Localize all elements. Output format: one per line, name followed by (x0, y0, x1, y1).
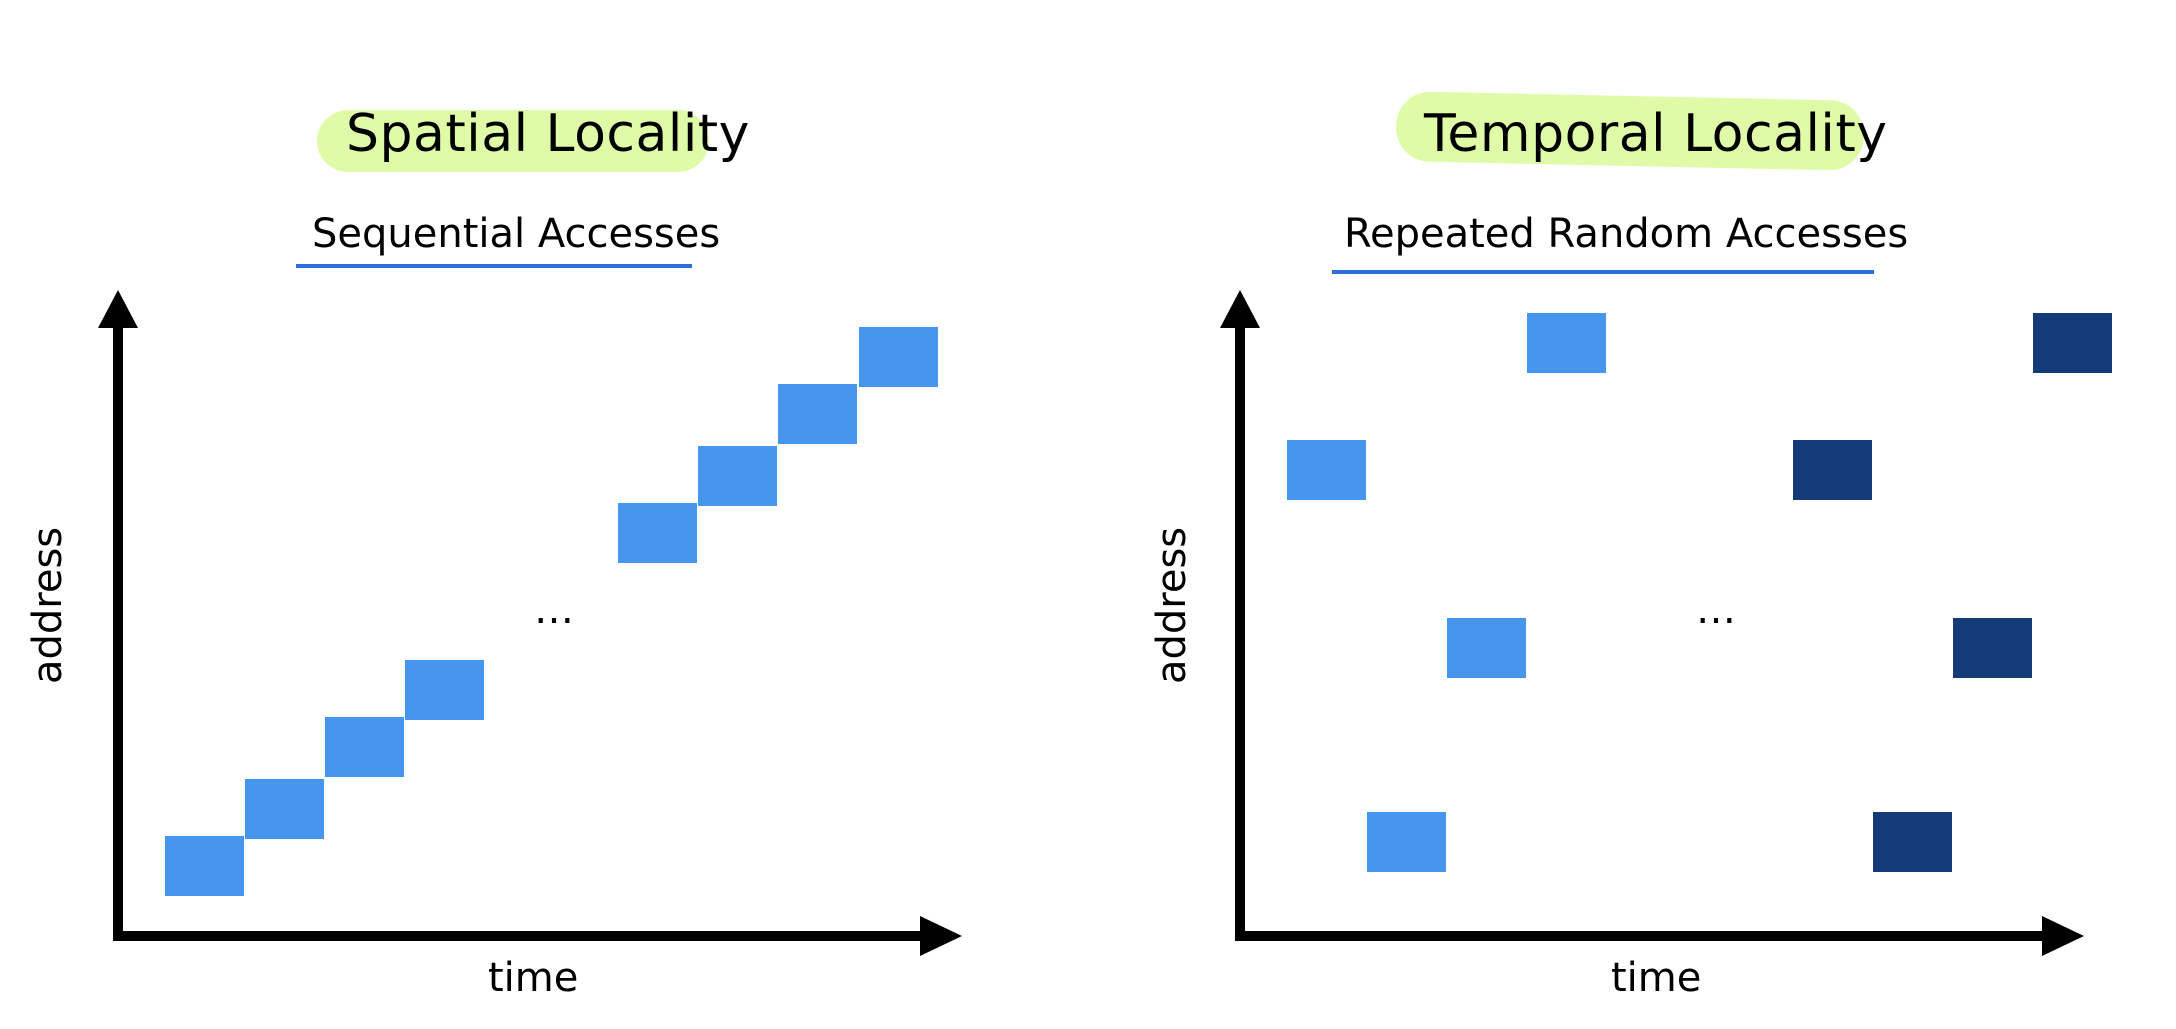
repeated-access-block (1873, 812, 1952, 872)
temporal-ellipsis: … (1696, 587, 1742, 633)
spatial-x-axis-label: time (488, 955, 579, 1001)
spatial-subtitle: Sequential Accesses (312, 211, 721, 257)
spatial-title: Spatial Locality (346, 104, 750, 164)
spatial-subtitle-underline (296, 264, 692, 268)
repeated-access-block (1793, 440, 1872, 500)
temporal-axes (1220, 290, 2084, 956)
temporal-x-axis-label: time (1611, 955, 1702, 1001)
access-block (405, 660, 484, 720)
access-block (618, 503, 697, 563)
access-block (859, 327, 938, 387)
temporal-x-axis-arrowhead (2042, 916, 2084, 956)
access-block (325, 717, 404, 777)
temporal-y-axis-arrowhead (1220, 290, 1260, 328)
spatial-y-axis-arrowhead (98, 290, 138, 328)
access-block (1527, 313, 1606, 373)
access-block (698, 446, 777, 506)
repeated-access-block (2033, 313, 2112, 373)
temporal-subtitle-underline (1332, 270, 1874, 274)
spatial-title-highlight (317, 110, 709, 172)
access-block (1367, 812, 1446, 872)
spatial-ellipsis: … (534, 587, 580, 633)
temporal-subtitle: Repeated Random Accesses (1344, 211, 1909, 257)
spatial-axes (98, 290, 962, 956)
spatial-x-axis-arrowhead (920, 916, 962, 956)
access-block (245, 779, 324, 839)
access-block (1287, 440, 1366, 500)
repeated-access-block (1953, 618, 2032, 678)
access-block (165, 836, 244, 896)
access-block (778, 384, 857, 444)
spatial-blocks (165, 327, 938, 896)
temporal-repeated-accesses (1793, 313, 2112, 872)
temporal-first-accesses (1287, 313, 1606, 872)
access-block (1447, 618, 1526, 678)
temporal-title: Temporal Locality (1424, 104, 1888, 164)
